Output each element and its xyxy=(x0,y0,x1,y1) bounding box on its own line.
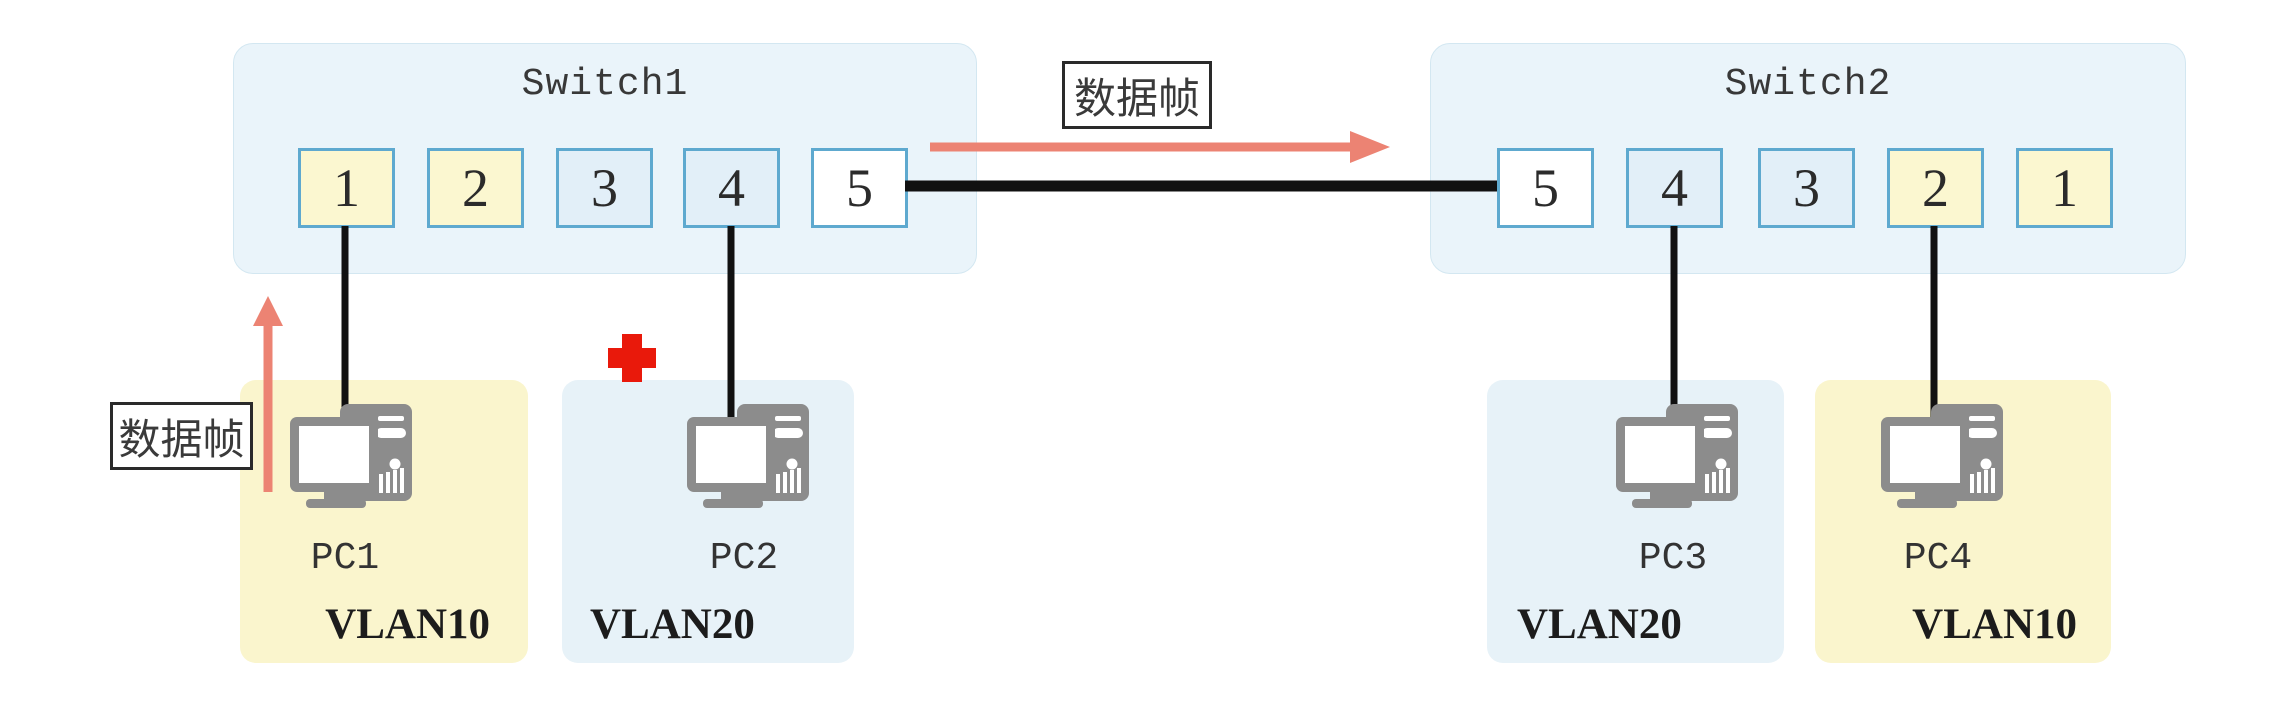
pc1-label: PC1 xyxy=(310,537,380,580)
data-frame-callout-top: 数据帧 xyxy=(1062,61,1212,129)
switch1-port-5-trunk: 5 xyxy=(811,148,908,228)
pc2-vlan-label: VLAN20 xyxy=(590,601,755,648)
switch1-port-2: 2 xyxy=(427,148,524,228)
switch1-box: Switch1 1 2 3 4 5 xyxy=(233,43,977,274)
switch1-title: Switch1 xyxy=(521,63,689,106)
switch1-port-3: 3 xyxy=(556,148,653,228)
pc1-desktop-computer-icon xyxy=(282,404,414,508)
switch2-port-2: 2 xyxy=(1887,148,1984,228)
pc4-desktop-computer-icon xyxy=(1873,404,2005,508)
pc3-label: PC3 xyxy=(1638,537,1708,580)
switch2-port-5-trunk: 5 xyxy=(1497,148,1594,228)
red-plus-icon xyxy=(608,334,656,382)
switch1-port-1: 1 xyxy=(298,148,395,228)
pc2-label: PC2 xyxy=(709,537,779,580)
switch2-port-4: 4 xyxy=(1626,148,1723,228)
switch2-box: Switch2 5 4 3 2 1 xyxy=(1430,43,2186,274)
data-frame-arrow-right xyxy=(930,131,1390,163)
switch2-port-1: 1 xyxy=(2016,148,2113,228)
pc2-desktop-computer-icon xyxy=(679,404,811,508)
switch1-port-4: 4 xyxy=(683,148,780,228)
pc3-vlan-label: VLAN20 xyxy=(1517,601,1682,648)
data-frame-callout-left: 数据帧 xyxy=(110,402,253,470)
switch2-port-3: 3 xyxy=(1758,148,1855,228)
pc3-desktop-computer-icon xyxy=(1608,404,1740,508)
pc1-vlan-label: VLAN10 xyxy=(325,601,490,648)
pc4-label: PC4 xyxy=(1903,537,1973,580)
pc4-vlan-label: VLAN10 xyxy=(1912,601,2077,648)
switch2-title: Switch2 xyxy=(1724,63,1892,106)
